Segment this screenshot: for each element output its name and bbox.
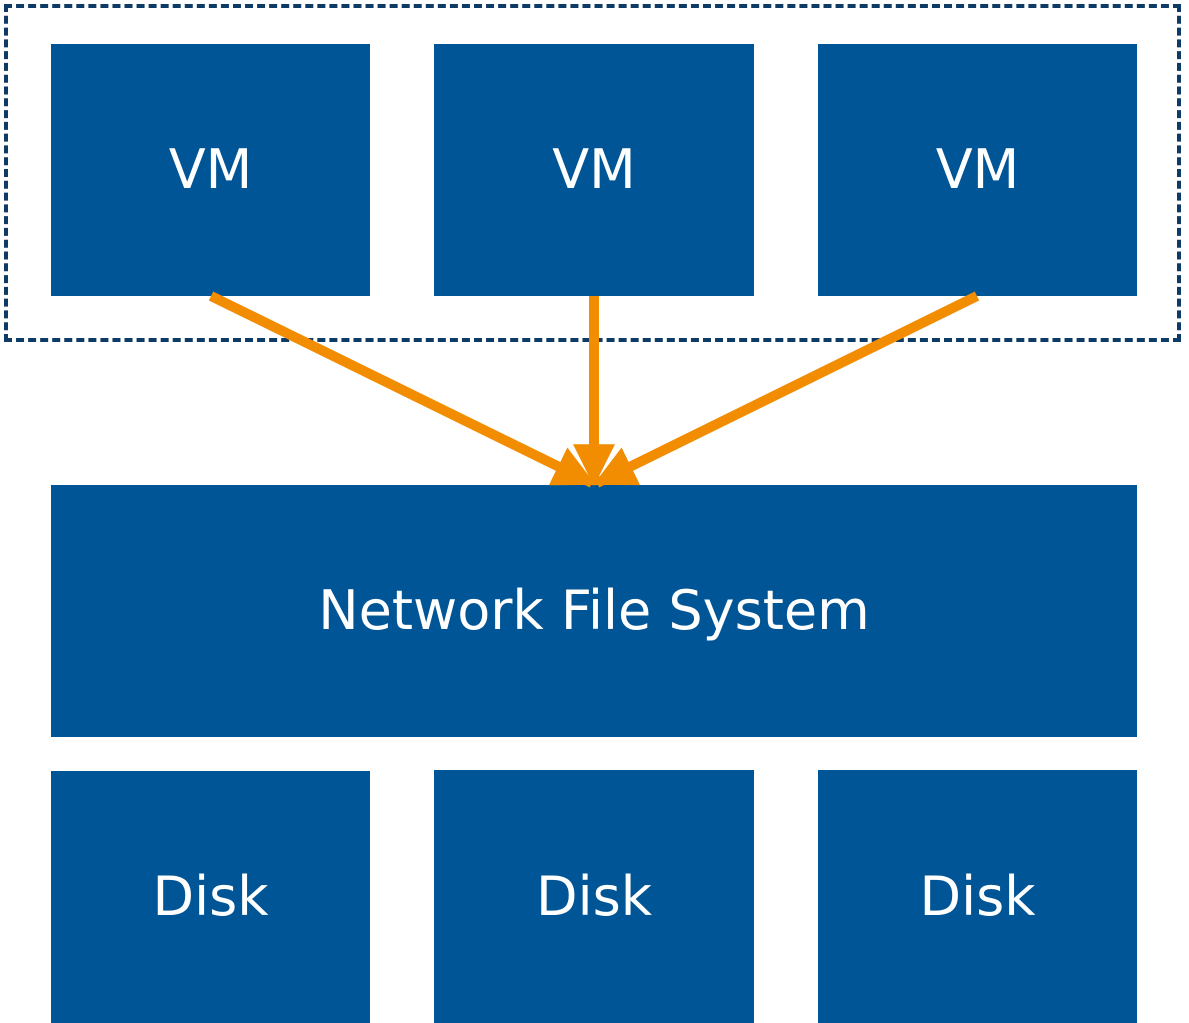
network-file-system-label: Network File System	[318, 579, 870, 642]
arrow-vm1-to-nfs	[208, 291, 596, 488]
vm-label-3: VM	[935, 138, 1020, 201]
vm-box-1: VM	[51, 44, 370, 296]
vm-label-2: VM	[552, 138, 636, 201]
disk-label-1: Disk	[152, 865, 269, 928]
disk-box-3: Disk	[818, 770, 1137, 1023]
vm-box-2: VM	[434, 44, 754, 296]
vm-label-1: VM	[168, 138, 253, 201]
disk-box-1: Disk	[51, 771, 370, 1023]
disk-label-2: Disk	[536, 864, 652, 928]
vm-box-3: VM	[818, 44, 1137, 296]
arrow-vm3-to-nfs	[593, 291, 980, 488]
disk-label-3: Disk	[919, 864, 1036, 928]
disk-box-2: Disk	[434, 770, 754, 1023]
network-file-system-box: Network File System	[51, 485, 1137, 737]
